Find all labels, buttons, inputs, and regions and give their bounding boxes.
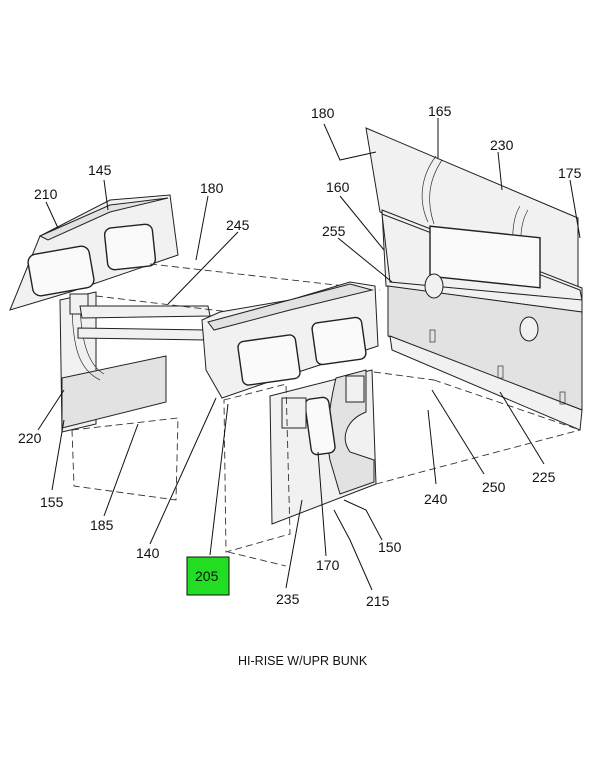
callout-labels: 180 165 230 175 160 145 210 180 245 255 …	[18, 103, 582, 609]
callout-240: 240	[424, 491, 448, 507]
callout-185: 185	[90, 517, 114, 533]
callout-140: 140	[136, 545, 160, 561]
callout-leaders	[37, 118, 581, 591]
callout-180-rear: 180	[311, 105, 335, 121]
highlight-box-205[interactable]	[186, 556, 230, 596]
left-upper-shell	[9, 194, 179, 311]
callout-245: 245	[226, 217, 250, 233]
callout-220: 220	[18, 430, 42, 446]
callout-225: 225	[532, 469, 556, 485]
callout-150: 150	[378, 539, 402, 555]
center-lower-panel	[223, 369, 377, 553]
callout-230: 230	[490, 137, 514, 153]
callout-235: 235	[276, 591, 300, 607]
callout-250: 250	[482, 479, 506, 495]
callout-160: 160	[326, 179, 350, 195]
diagram-caption: HI-RISE W/UPR BUNK	[238, 654, 368, 668]
callout-175: 175	[558, 165, 582, 181]
callout-205[interactable]: 205	[195, 568, 219, 584]
center-front-shell	[201, 281, 379, 399]
callout-145: 145	[88, 162, 112, 178]
bunk-platform	[77, 263, 381, 341]
callout-165: 165	[428, 103, 452, 119]
callout-255: 255	[322, 223, 346, 239]
callout-180-left: 180	[200, 180, 224, 196]
callout-170: 170	[316, 557, 340, 573]
callout-210: 210	[34, 186, 58, 202]
left-side-wall	[59, 291, 179, 501]
rear-wall-panel	[365, 127, 583, 431]
callout-155: 155	[40, 494, 64, 510]
assembly-dashed-outline	[227, 371, 581, 567]
callout-215: 215	[366, 593, 390, 609]
